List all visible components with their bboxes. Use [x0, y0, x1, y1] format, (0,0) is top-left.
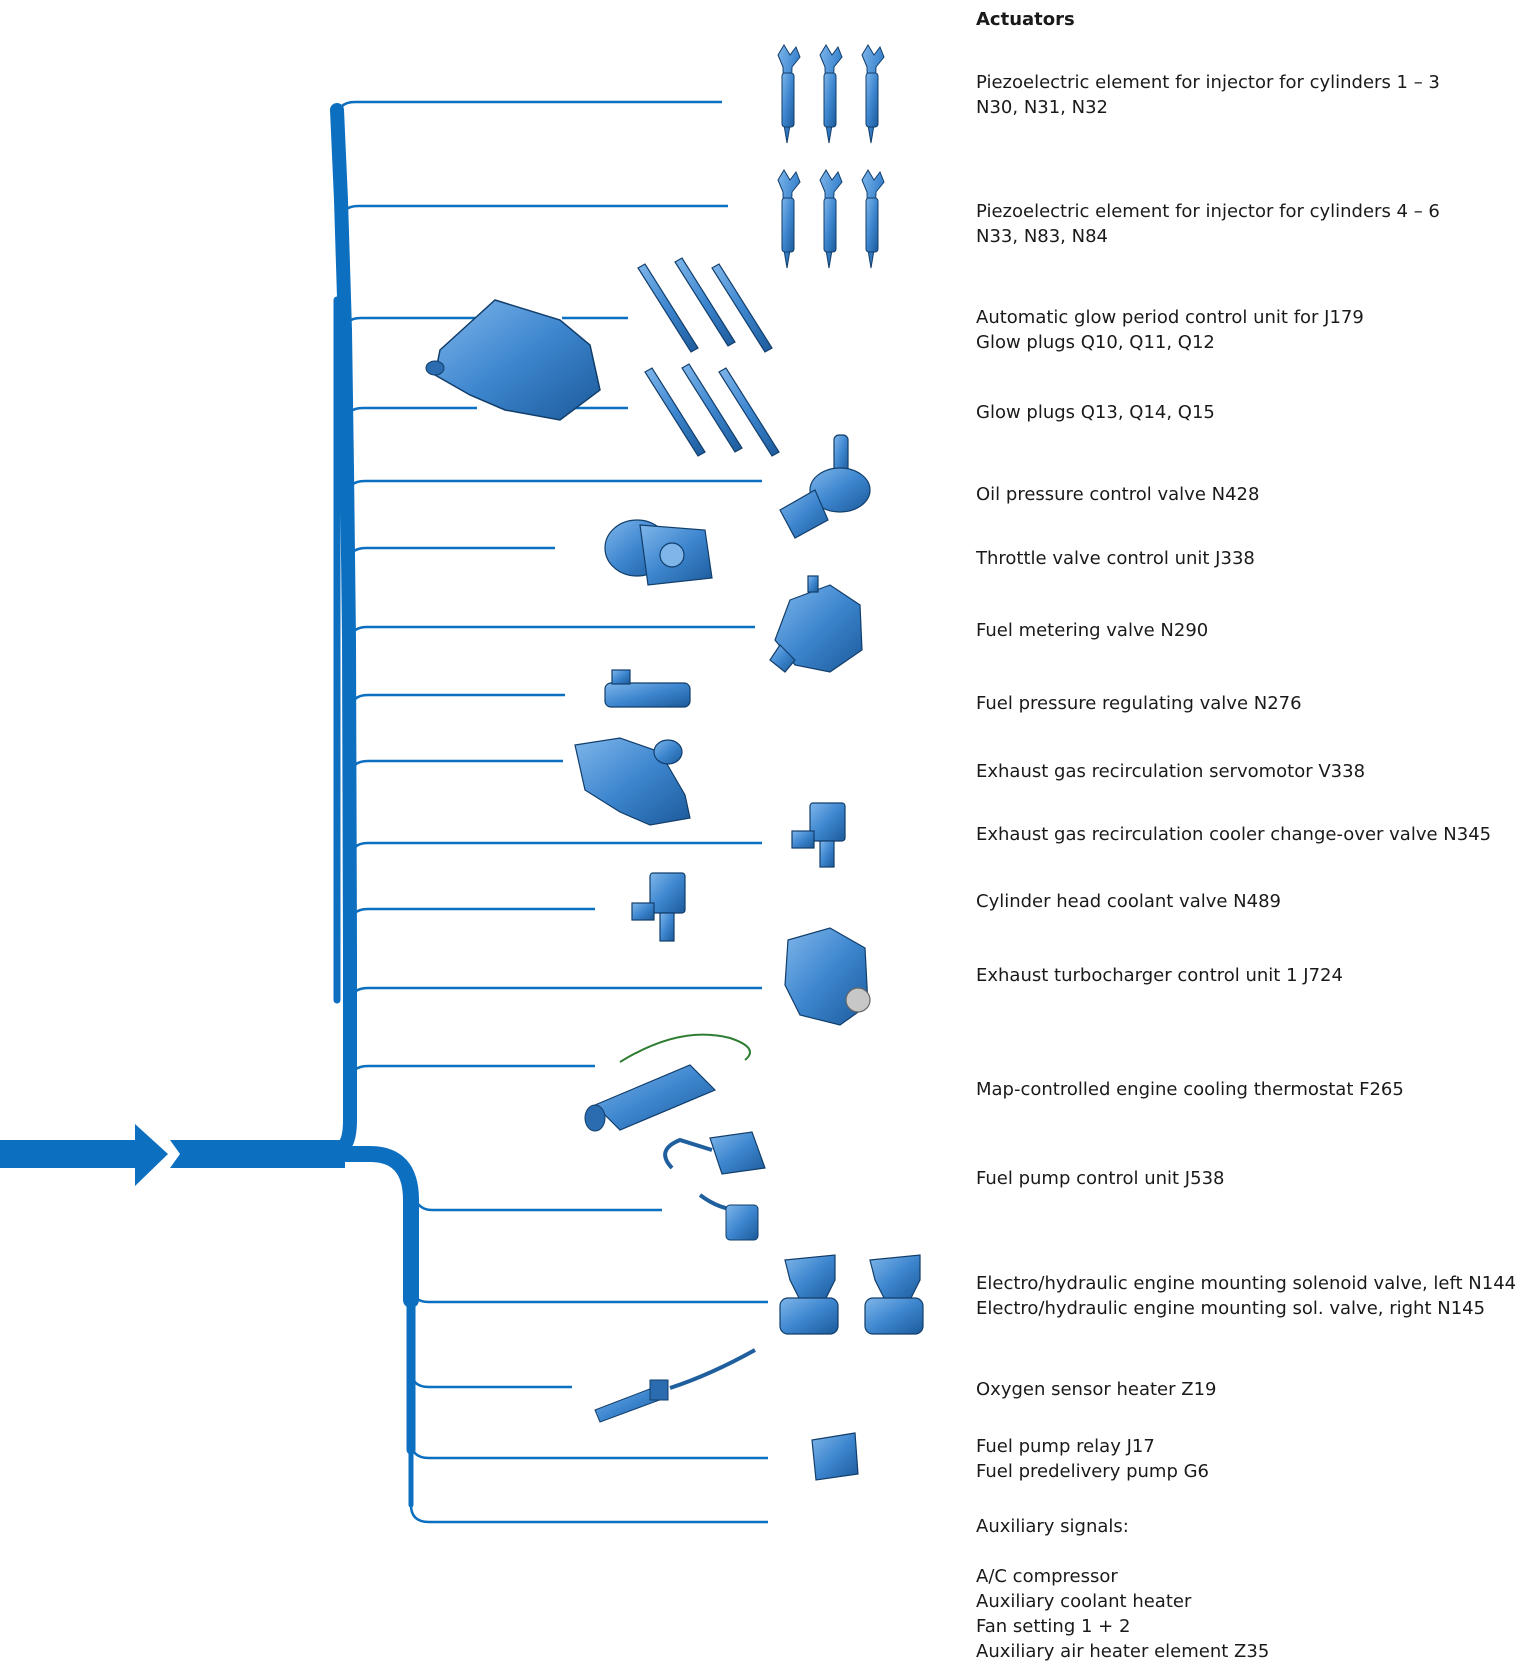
relay-icon — [811, 1432, 859, 1481]
throttle-unit-icon — [604, 519, 713, 586]
solenoid-valve-1-icon — [791, 802, 846, 868]
glow-control-unit-icon — [425, 299, 601, 421]
pressure-valve-icon — [604, 669, 691, 708]
actuator-label-line: Fuel pump relay J17 — [976, 1436, 1155, 1457]
egr-servomotor-icon — [574, 737, 691, 826]
oxygen-sensor-icon — [594, 1348, 756, 1423]
solenoid-valve-2-icon — [631, 872, 686, 942]
upper-branches — [335, 100, 762, 1084]
actuator-label-line: Auxiliary coolant heater — [976, 1591, 1192, 1612]
actuator-label: Oil pressure control valve N428 — [976, 482, 1259, 507]
actuator-label-line: Exhaust gas recirculation cooler change-… — [976, 824, 1492, 845]
actuator-label-line: Fuel pump control unit J538 — [976, 1168, 1225, 1189]
input-arrow — [0, 1124, 345, 1186]
injector-group-2-icon — [777, 169, 885, 269]
lower-branches — [409, 1184, 768, 1524]
actuator-label: Piezoelectric element for injector for c… — [976, 70, 1440, 120]
actuator-label-line: Glow plugs Q13, Q14, Q15 — [976, 402, 1215, 423]
oil-valve-icon — [779, 434, 871, 539]
actuator-label-line: Fuel metering valve N290 — [976, 620, 1209, 641]
pump-control-unit-icon — [663, 1131, 766, 1241]
actuator-label-line: Glow plugs Q10, Q11, Q12 — [976, 332, 1215, 353]
actuator-label-line: Cylinder head coolant valve N489 — [976, 891, 1282, 912]
turbo-unit-icon — [784, 927, 871, 1026]
actuator-label: Automatic glow period control unit for J… — [976, 305, 1364, 355]
actuator-label: Fuel pressure regulating valve N276 — [976, 691, 1302, 716]
actuator-label: Oxygen sensor heater Z19 — [976, 1377, 1216, 1402]
lower-trunk — [332, 1146, 419, 1508]
actuator-label: Piezoelectric element for injector for c… — [976, 199, 1440, 249]
fuel-pump-icon — [769, 575, 863, 673]
actuator-label: Exhaust turbocharger control unit 1 J724 — [976, 963, 1343, 988]
actuator-label: Exhaust gas recirculation cooler change-… — [976, 822, 1491, 847]
actuator-label: Glow plugs Q13, Q14, Q15 — [976, 400, 1215, 425]
actuator-label-line: Fuel predelivery pump G6 — [976, 1461, 1209, 1482]
actuator-label-line: Exhaust turbocharger control unit 1 J724 — [976, 965, 1343, 986]
actuator-label-line: Oil pressure control valve N428 — [976, 484, 1260, 505]
actuator-label-line: Throttle valve control unit J338 — [976, 548, 1255, 569]
actuator-label-line — [976, 1539, 1269, 1564]
actuator-label: Exhaust gas recirculation servomotor V33… — [976, 759, 1365, 784]
glow-plugs-icon — [637, 257, 780, 457]
actuator-label-line: Auxiliary signals: — [976, 1516, 1129, 1537]
actuator-label-line: Piezoelectric element for injector for c… — [976, 201, 1440, 222]
actuator-label-line: Map-controlled engine cooling thermostat… — [976, 1079, 1404, 1100]
actuator-label: Map-controlled engine cooling thermostat… — [976, 1077, 1404, 1102]
engine-mount-valves-icon — [779, 1254, 924, 1335]
upper-trunk — [328, 103, 357, 1157]
actuator-label-line: N30, N31, N32 — [976, 97, 1108, 118]
actuator-label: Electro/hydraulic engine mounting soleno… — [976, 1271, 1516, 1321]
actuator-label-line: N33, N83, N84 — [976, 226, 1108, 247]
actuator-label: Fuel metering valve N290 — [976, 618, 1208, 643]
injector-group-1-icon — [777, 44, 885, 144]
actuator-label-line: Auxiliary air heater element Z35 — [976, 1641, 1270, 1662]
actuator-label-line: Automatic glow period control unit for J… — [976, 307, 1364, 328]
actuator-label-line: Electro/hydraulic engine mounting sol. v… — [976, 1298, 1486, 1319]
thermostat-icon — [584, 1033, 751, 1132]
actuator-label-line: Fan setting 1 + 2 — [976, 1616, 1131, 1637]
actuator-label-line: Fuel pressure regulating valve N276 — [976, 693, 1302, 714]
actuator-label-line: Oxygen sensor heater Z19 — [976, 1379, 1217, 1400]
actuator-label-line: Exhaust gas recirculation servomotor V33… — [976, 761, 1366, 782]
actuators-heading: Actuators — [976, 9, 1075, 30]
actuator-label-line: Piezoelectric element for injector for c… — [976, 72, 1440, 93]
actuator-label-line: Electro/hydraulic engine mounting soleno… — [976, 1273, 1516, 1294]
actuator-label-line: A/C compressor — [976, 1566, 1118, 1587]
actuator-label: Throttle valve control unit J338 — [976, 546, 1255, 571]
actuator-label: Cylinder head coolant valve N489 — [976, 889, 1281, 914]
actuator-label: Fuel pump control unit J538 — [976, 1166, 1224, 1191]
